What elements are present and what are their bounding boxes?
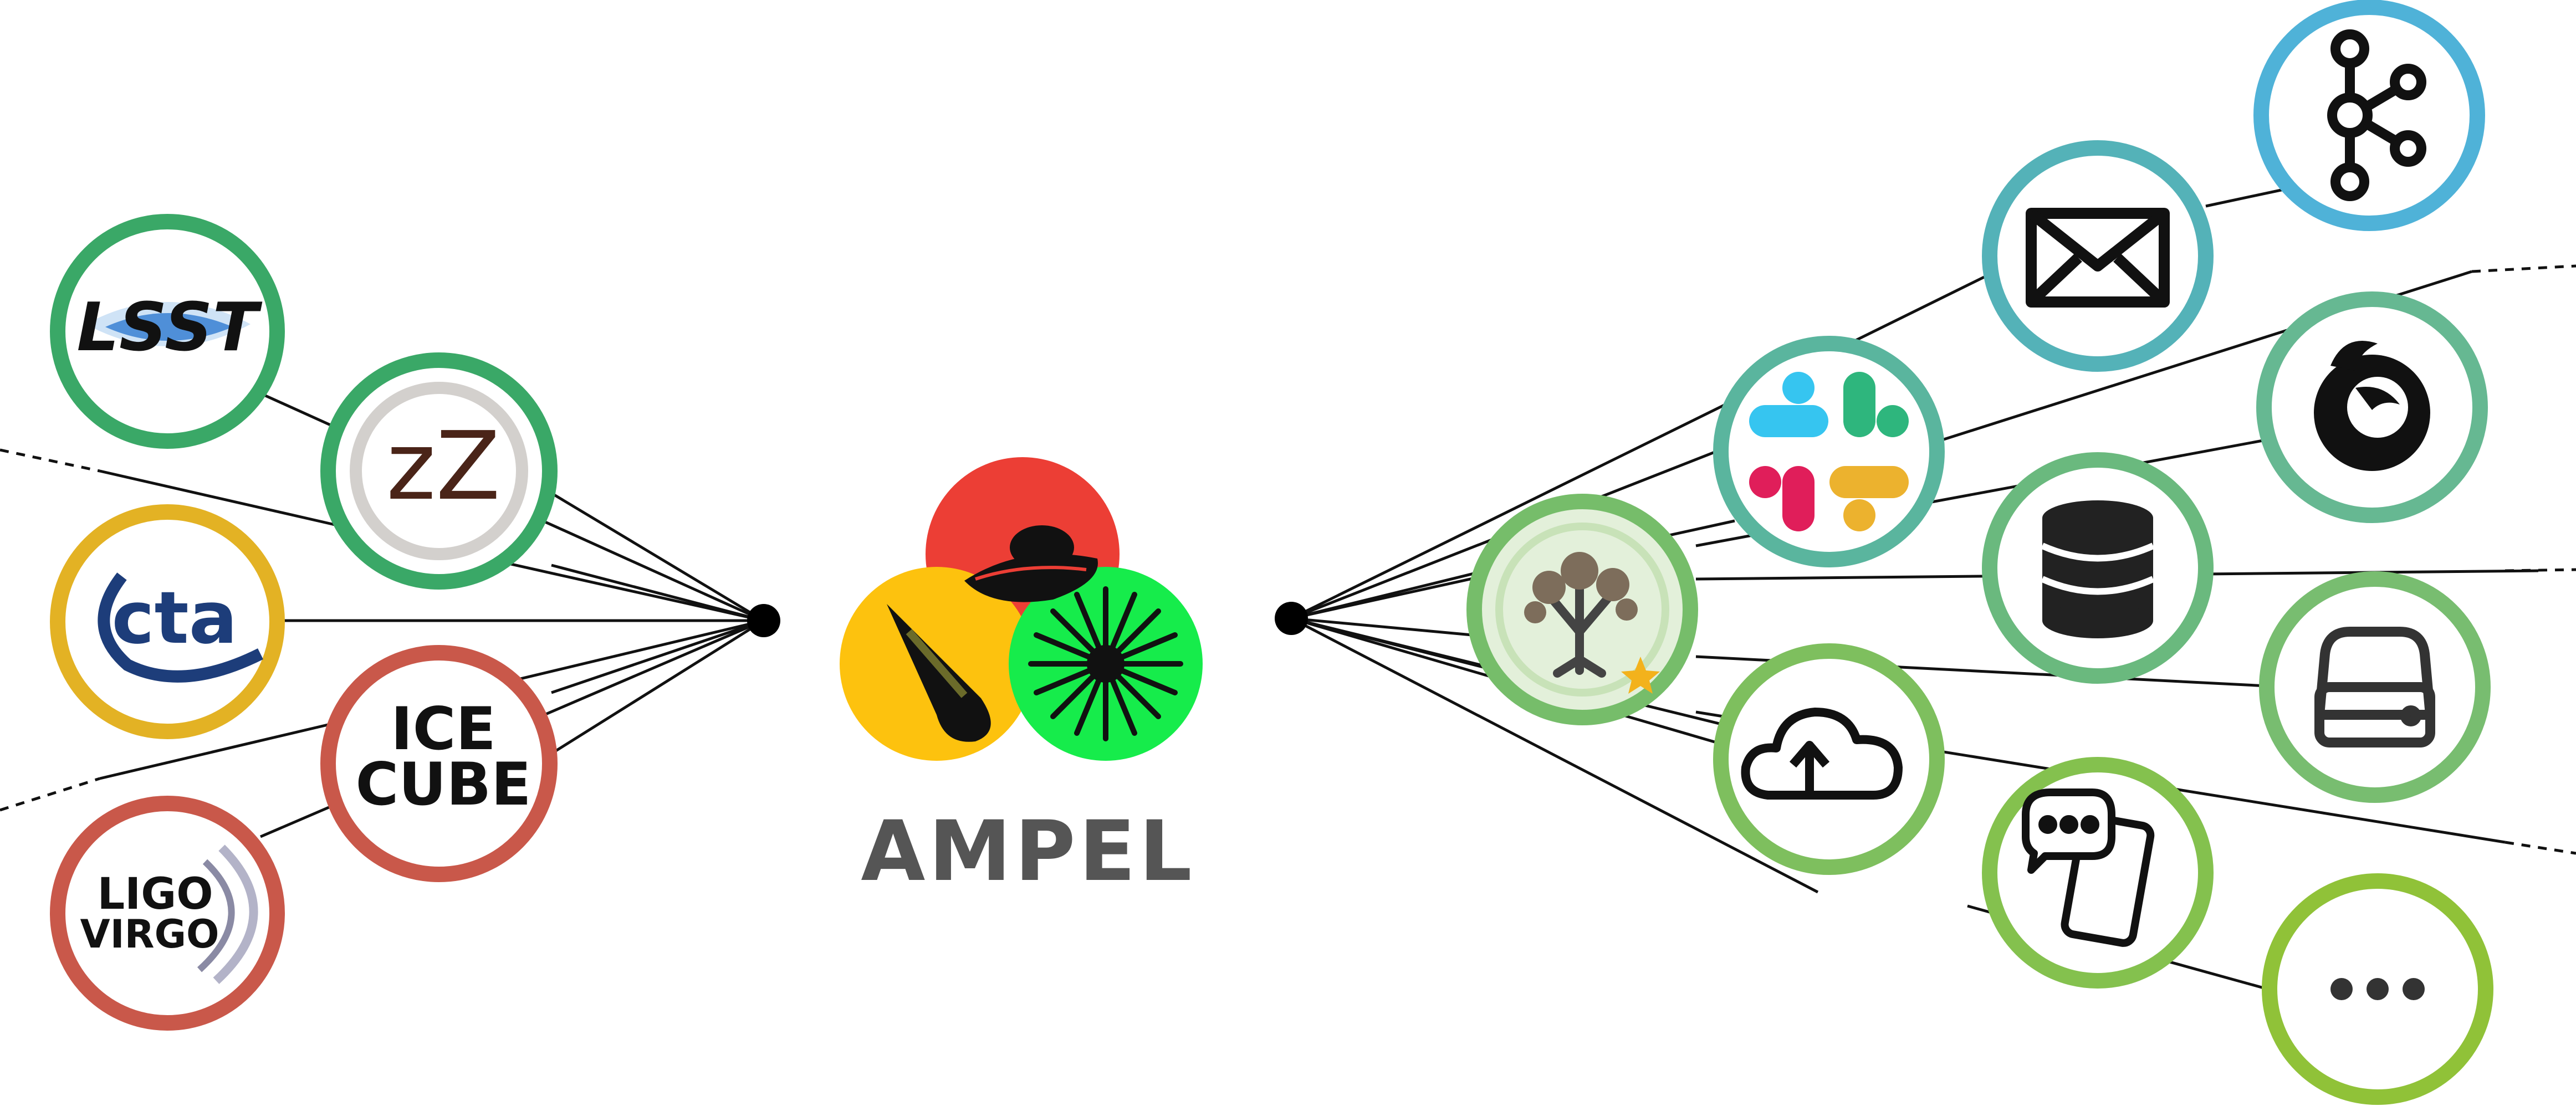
kafka-icon bbox=[2327, 29, 2426, 201]
database-icon bbox=[2041, 500, 2155, 638]
lsst-logo-icon: LSST bbox=[77, 289, 263, 366]
ampel-logo: AMPEL bbox=[840, 457, 1203, 900]
icecube-logo-icon: ICE CUBE bbox=[355, 695, 531, 818]
ligo-label-line1: LIGO bbox=[97, 869, 213, 919]
left-hub-dot bbox=[747, 604, 780, 637]
starburst-icon bbox=[1028, 586, 1183, 741]
output-node-more bbox=[2262, 873, 2493, 1105]
left-dashed-connectors bbox=[0, 448, 100, 812]
right-dashed-connectors bbox=[2471, 264, 2576, 855]
output-node-email bbox=[1982, 140, 2214, 372]
ligo-label-line2: VIRGO bbox=[80, 912, 219, 957]
cta-logo-icon: cta bbox=[98, 572, 263, 683]
cta-label: cta bbox=[112, 576, 238, 660]
icecube-label-line1: ICE bbox=[391, 695, 496, 763]
output-node-slack bbox=[1713, 336, 1945, 567]
cloud-upload-icon bbox=[1741, 708, 1903, 800]
output-node-database bbox=[1982, 452, 2214, 684]
firefox-icon bbox=[2314, 341, 2430, 471]
more-dots-icon bbox=[2330, 978, 2425, 1000]
right-hub-dot bbox=[1275, 602, 1308, 635]
ztf-label: zZ bbox=[386, 412, 500, 521]
ligo-virgo-logo-icon: LIGO VIRGO bbox=[80, 844, 258, 984]
comet-icon bbox=[887, 604, 991, 742]
mobile-chat-icon bbox=[2022, 788, 2155, 947]
slack-icon bbox=[1749, 372, 1909, 531]
tree-icon bbox=[1495, 523, 1669, 697]
output-node-mobile bbox=[1982, 757, 2214, 989]
hard-drive-icon bbox=[2314, 627, 2435, 747]
source-node-icecube: ICE CUBE bbox=[320, 645, 558, 882]
ufo-icon bbox=[964, 525, 1098, 602]
lsst-label: LSST bbox=[77, 289, 263, 366]
output-node-tree bbox=[1466, 494, 1698, 725]
envelope-icon bbox=[2026, 208, 2170, 308]
source-node-cta: cta bbox=[50, 504, 285, 739]
source-node-ligo-virgo: LIGO VIRGO bbox=[50, 796, 285, 1031]
source-node-lsst: LSST bbox=[50, 214, 285, 449]
ztf-logo-icon: zZ bbox=[350, 382, 528, 560]
output-node-cloud bbox=[1713, 643, 1945, 875]
output-node-firefox bbox=[2256, 291, 2488, 523]
output-node-kafka bbox=[2253, 0, 2485, 231]
source-node-ztf: zZ bbox=[320, 352, 558, 590]
ampel-title: AMPEL bbox=[861, 803, 1195, 900]
output-node-storage bbox=[2259, 571, 2491, 803]
icecube-label-line2: CUBE bbox=[355, 750, 531, 818]
